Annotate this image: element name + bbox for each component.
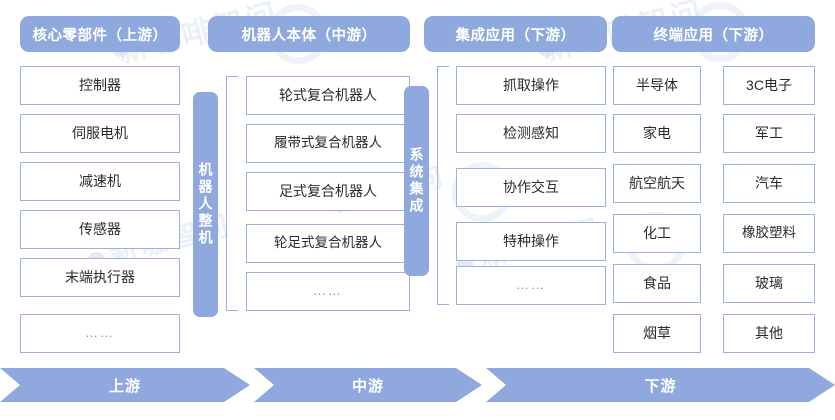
header-robot-body: 机器人本体（中游）: [208, 16, 410, 52]
header-integrated-application: 集成应用（下游）: [424, 16, 607, 52]
item-box[interactable]: 伺服电机: [20, 114, 180, 153]
item-box[interactable]: 轮足式复合机器人: [246, 224, 410, 263]
item-box[interactable]: 化工: [613, 214, 701, 253]
item-box-ellipsis[interactable]: ……: [246, 272, 410, 311]
bracket-connector-robot-body: [226, 76, 238, 311]
item-box[interactable]: 橡胶塑料: [723, 214, 815, 253]
item-box[interactable]: 末端执行器: [20, 258, 180, 297]
flow-bar: 上游 中游 下游: [0, 368, 835, 402]
item-box[interactable]: 传感器: [20, 210, 180, 249]
header-terminal-application: 终端应用（下游）: [612, 16, 815, 52]
item-box[interactable]: 轮式复合机器人: [246, 76, 410, 115]
item-box[interactable]: 履带式复合机器人: [246, 124, 410, 163]
vertical-label-robot-whole-machine: 机器人整机: [193, 92, 218, 317]
flow-chevron-downstream[interactable]: 下游: [486, 368, 835, 402]
item-box[interactable]: 特种操作: [456, 222, 606, 261]
flow-chevron-midstream[interactable]: 中游: [254, 368, 482, 402]
item-box[interactable]: 控制器: [20, 66, 180, 105]
item-box[interactable]: 检测感知: [456, 114, 606, 153]
item-box[interactable]: 家电: [613, 114, 701, 153]
item-box[interactable]: 汽车: [723, 164, 815, 203]
flow-chevron-upstream[interactable]: 上游: [0, 368, 250, 402]
vertical-label-system-integration: 系统集成: [404, 86, 429, 276]
header-core-components: 核心零部件（上游）: [20, 16, 180, 52]
item-box[interactable]: 其他: [723, 314, 815, 353]
item-box[interactable]: 玻璃: [723, 264, 815, 303]
item-box[interactable]: 协作交互: [456, 168, 606, 207]
item-box[interactable]: 烟草: [613, 314, 701, 353]
item-box[interactable]: 足式复合机器人: [246, 172, 410, 211]
item-box[interactable]: 食品: [613, 264, 701, 303]
item-box-ellipsis[interactable]: ……: [456, 266, 606, 305]
item-box[interactable]: 航空航天: [613, 164, 701, 203]
item-box[interactable]: 半导体: [613, 66, 701, 105]
item-box[interactable]: 抓取操作: [456, 66, 606, 105]
bracket-connector-integrated-application: [437, 66, 449, 305]
item-box[interactable]: 军工: [723, 114, 815, 153]
item-box-ellipsis[interactable]: ……: [20, 314, 180, 353]
item-box[interactable]: 减速机: [20, 162, 180, 201]
item-box[interactable]: 3C电子: [723, 66, 815, 105]
